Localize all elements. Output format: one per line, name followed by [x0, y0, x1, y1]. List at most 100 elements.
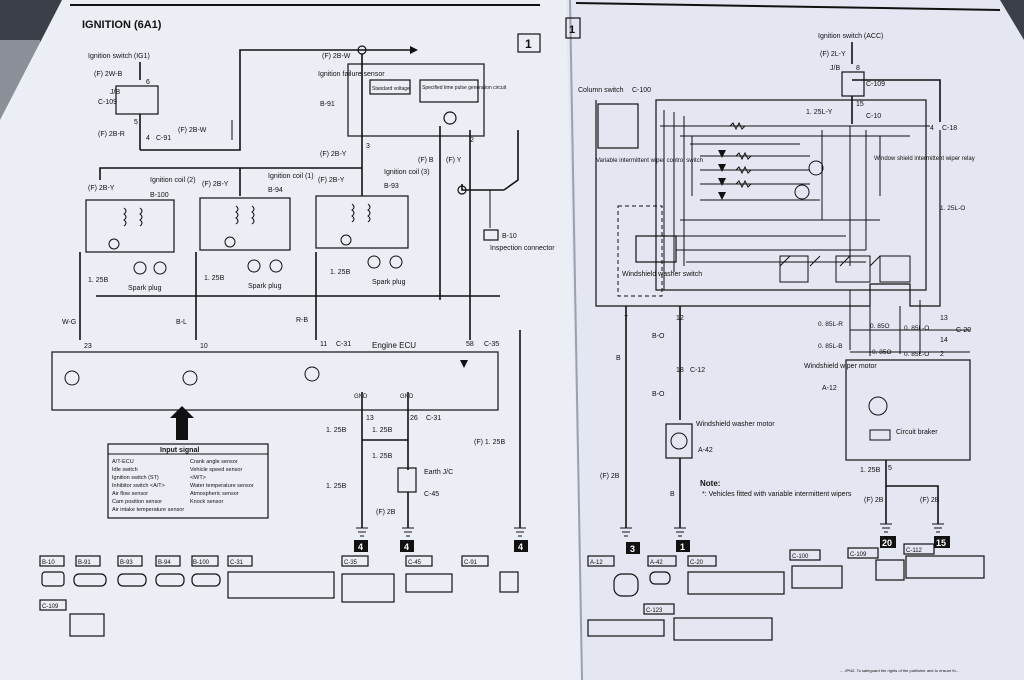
column-switch-outline	[595, 100, 941, 307]
r-wire-085o-2: 0. 85O	[872, 349, 892, 356]
r-ground-box-4	[934, 536, 950, 548]
wiper-motor-label: Windshield wiper motor	[804, 363, 877, 370]
input-item: Idle switch	[112, 467, 138, 473]
copyright-text: ... JPNZ. To safeguard the rights of the…	[840, 668, 959, 673]
pin-58: 58	[466, 341, 474, 348]
jb-pin-6: 6	[146, 79, 150, 86]
jb-box	[115, 85, 159, 115]
coil2-box	[85, 199, 175, 253]
circuit-breaker-symbol	[869, 429, 891, 441]
input-item: Ignition switch (ST)	[112, 475, 159, 481]
wire-f125b: (F) 1. 25B	[474, 439, 505, 446]
wiper-wiring	[849, 290, 970, 356]
wire-label-coil3: (F) 2B-Y	[318, 177, 345, 184]
wire-label-fy: (F) Y	[446, 157, 462, 164]
r-wire-085l-o-2: 0. 85L-O	[904, 351, 929, 358]
r-conn-c10: C-10	[866, 113, 881, 120]
input-item: Air intake temperature sensor	[112, 507, 184, 513]
conn-b100: B-100	[193, 560, 210, 566]
ground-num-2: 4	[404, 542, 409, 552]
insp-conn-box	[483, 229, 499, 241]
spark-plug-1: Spark plug	[128, 285, 162, 292]
r-ground-num-1: 3	[630, 544, 635, 554]
wire-label-2b-r: (F) 2B-R	[98, 131, 125, 138]
ground-box-3	[514, 540, 528, 552]
r-ground-num-4: 15	[936, 538, 946, 548]
conn-c31: C-31	[230, 560, 244, 566]
r-pin-18: 18	[676, 367, 684, 374]
r-jb-pin-15: 15	[856, 101, 864, 108]
r-wire-125b: 1. 25B	[860, 467, 881, 474]
r-jb-box	[841, 71, 865, 97]
r-pin-2: 2	[940, 351, 944, 358]
r-wire-f2b: (F) 2B	[600, 473, 620, 480]
wire-bl: B-L	[176, 319, 187, 326]
ground-num-1: 4	[358, 542, 363, 552]
coil1-label: Ignition coil (1)	[268, 173, 314, 180]
coil2-conn: B-100	[150, 192, 169, 199]
washer-motor-symbol	[670, 432, 688, 450]
r-wire-2l-y: (F) 2L-Y	[820, 51, 846, 58]
wire-label-coil1: (F) 2B-Y	[202, 181, 229, 188]
wire-f2b: (F) 2B	[376, 509, 396, 516]
coil3-label: Ignition coil (3)	[384, 169, 430, 176]
input-item: Air flow sensor	[112, 491, 148, 497]
r-pin-14: 14	[940, 337, 948, 344]
sensor-conn: B-91	[320, 101, 335, 108]
r-wire-bo-1: B-O	[652, 333, 665, 340]
input-item: <M/T>	[190, 475, 206, 481]
pin-4: 4	[146, 135, 150, 142]
wire-wg: W-G	[62, 319, 76, 326]
r-pin-7: 7	[624, 315, 628, 322]
r-conn-c109: C-109	[850, 552, 867, 558]
wire-gnd-125b-3: 1. 25B	[372, 453, 393, 460]
left-page	[0, 0, 582, 680]
jb-conn-c109: C-109	[98, 99, 117, 106]
ground-num-3: 4	[518, 542, 523, 552]
r-conn-c18: C-18	[942, 125, 957, 132]
std-voltage-box	[369, 79, 411, 95]
r-conn-c112: C-112	[906, 548, 923, 554]
ground-symbols-right	[620, 523, 944, 537]
conn-b91: B-91	[78, 560, 91, 566]
coil3-conn: B-93	[384, 183, 399, 190]
wire-label-2b-w-side: (F) 2B-W	[322, 53, 351, 60]
page-spine	[569, 0, 583, 680]
coil2-label: Ignition coil (2)	[150, 177, 196, 184]
r-jb-conn: C-109	[866, 81, 885, 88]
r-wire-f2b-3: (F) 2B	[920, 497, 940, 504]
relay-circuitry	[660, 110, 930, 290]
conn-c35: C-35	[344, 560, 358, 566]
input-signal-col1: A/T-ECU Idle switch Ignition switch (ST)…	[112, 459, 184, 513]
wire-dist	[99, 167, 362, 180]
right-page-box	[565, 17, 581, 39]
r-wire-b-1: B	[616, 355, 621, 362]
wiper-conn: A-12	[822, 385, 837, 392]
pulse-gen-label: Specified time pulse generation circuit	[422, 85, 507, 91]
pin-23: 23	[84, 343, 92, 350]
conn-b94: B-94	[158, 560, 171, 566]
r-conn-a42: A-42	[650, 560, 663, 566]
input-signal-title: Input signal	[160, 447, 199, 454]
engine-ecu-label: Engine ECU	[372, 341, 416, 350]
wire-label-coil2: (F) 2B-Y	[88, 185, 115, 192]
std-voltage-label: Standard voltage	[372, 86, 410, 92]
conn-c91: C-91	[464, 560, 478, 566]
pin-11: 11	[320, 341, 327, 348]
column-switch-label: Column switch	[578, 87, 624, 94]
conn-c91: C-91	[156, 135, 171, 142]
arrow-right	[410, 46, 418, 54]
wire-gnd-125b-4: 1. 25B	[326, 483, 347, 490]
input-item: Crank angle sensor	[190, 459, 238, 465]
variable-switch-box	[597, 103, 639, 149]
wire-rb: R-B	[296, 317, 308, 324]
gnd-1: GND	[354, 394, 368, 400]
pin-13: 13	[366, 415, 374, 422]
left-title: IGNITION (6A1)	[82, 19, 162, 31]
r-conn-c100: C-100	[792, 554, 809, 560]
washer-switch-box	[635, 235, 677, 263]
r-wire-085l-b: 0. 85L-B	[818, 343, 843, 350]
circuit-breaker-label: Circuit braker	[896, 429, 938, 436]
failure-sensor-box	[347, 63, 485, 137]
